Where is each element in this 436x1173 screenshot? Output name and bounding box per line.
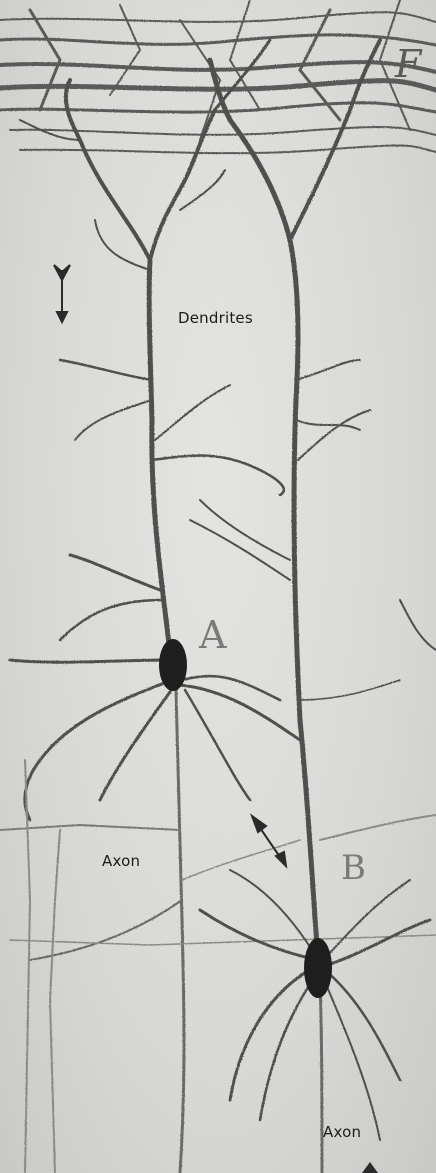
top-fiber-layer [0,0,436,153]
neuron-a-soma [159,639,187,691]
axon-label-a: Axon [102,852,140,870]
neuron-b-label: B [341,848,366,888]
layer-label-f: F [395,42,421,86]
axon-label-b: Axon [323,1123,361,1141]
arrow-bottom-icon [362,1162,378,1173]
dendrites-label: Dendrites [178,309,253,327]
arrow-down-icon [54,265,70,322]
neuron-b-soma [304,938,332,998]
neuron-a-label: A [199,613,226,657]
neuron-b-axon [320,815,436,1173]
arrow-diagonal-icon [252,816,286,866]
